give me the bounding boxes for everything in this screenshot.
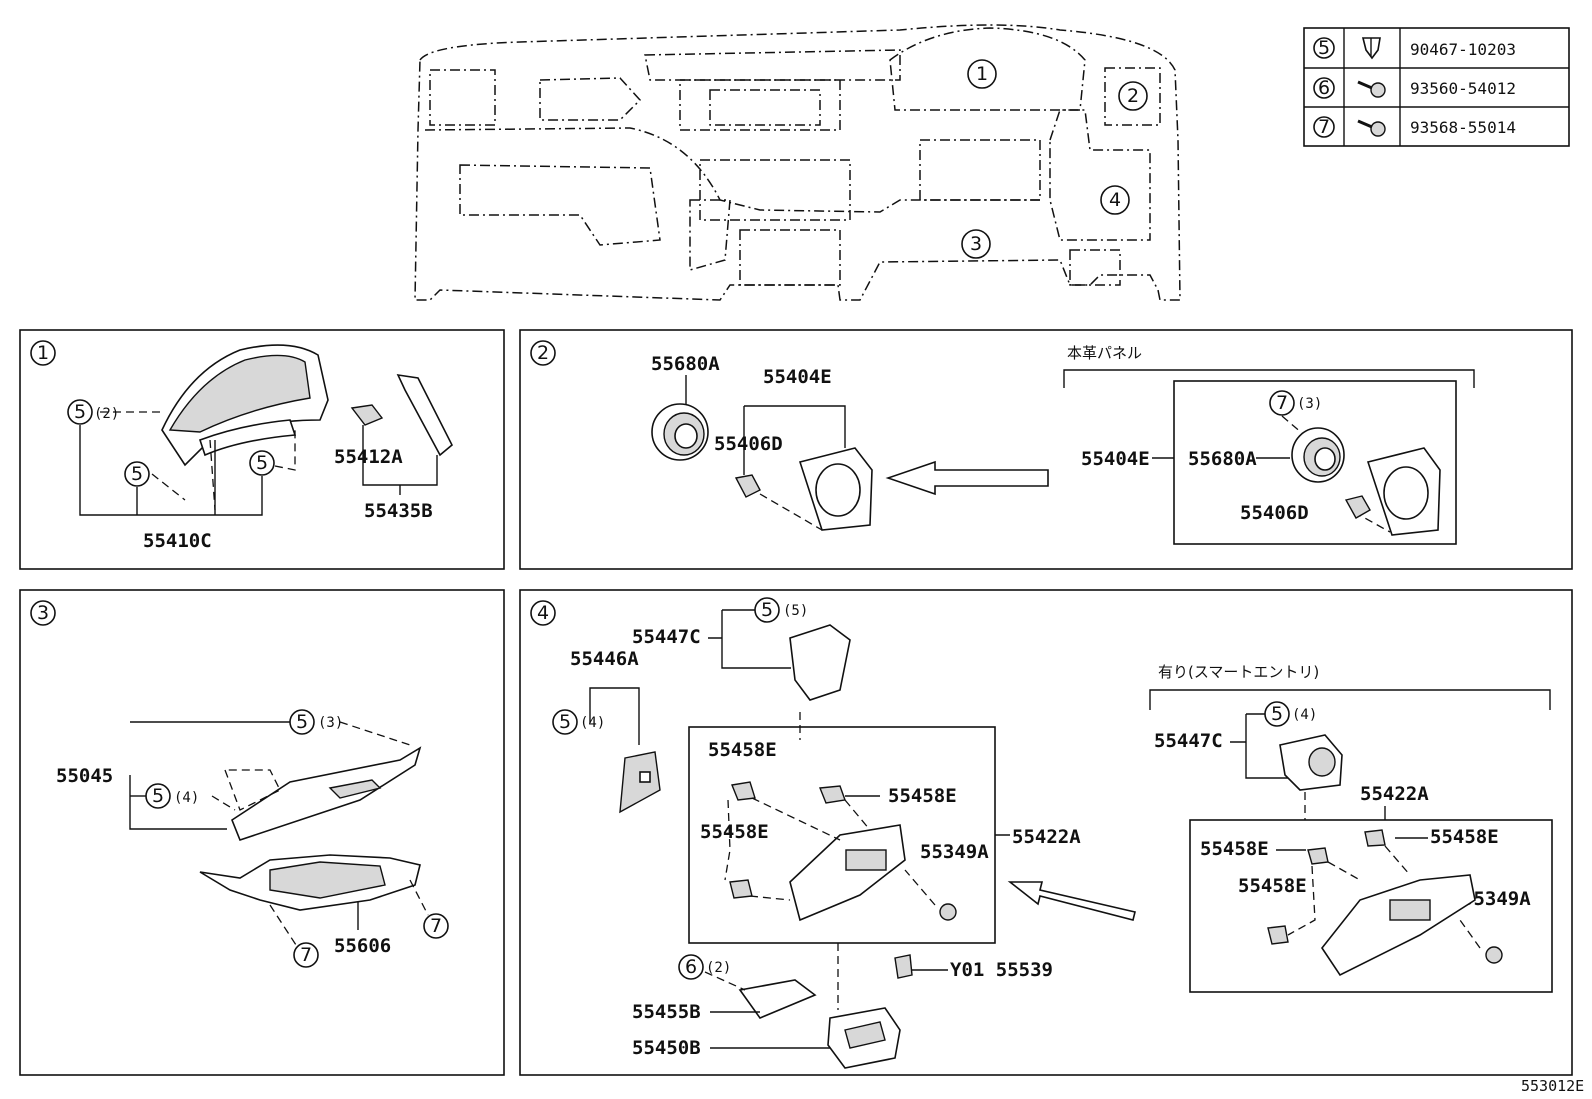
clip-ref-5: 5 xyxy=(1271,703,1283,725)
panel-2-switch-panel: 2 55680A 55404E 55406D 本革パネル 55404E 5568… xyxy=(519,329,1573,570)
clip-qty: (3) xyxy=(318,715,343,731)
label-55680A: 55680A xyxy=(651,353,720,375)
label-55455B: 55455B xyxy=(632,1001,701,1023)
label-55406D: 55406D xyxy=(714,433,783,455)
panel-ref-4: 4 xyxy=(537,602,549,624)
label-55450B: 55450B xyxy=(632,1037,701,1059)
table-part-90467-10203: 90467-10203 xyxy=(1410,40,1516,59)
region-ref-1: 1 xyxy=(976,63,988,85)
label-55404E-variant: 55404E xyxy=(1081,448,1150,470)
clip-qty: (2) xyxy=(94,406,119,422)
mirror-switch-knob xyxy=(651,403,709,461)
region-ref-4: 4 xyxy=(1109,189,1121,211)
panel-ref-2: 2 xyxy=(537,342,549,364)
table-ref-6: 6 xyxy=(1318,77,1330,99)
table-ref-7: 7 xyxy=(1318,116,1330,138)
clip-ref-5: 5 xyxy=(761,599,773,621)
label-55422A: 55422A xyxy=(1012,826,1081,848)
region-ref-2: 2 xyxy=(1127,85,1139,107)
clip-qty: (4) xyxy=(1292,707,1317,723)
label-55447C: 55447C xyxy=(632,626,701,648)
arrow-icon xyxy=(1007,881,1136,921)
clip-qty: (4) xyxy=(580,715,605,731)
label-55406D-variant: 55406D xyxy=(1240,502,1309,524)
label-55446A: 55446A xyxy=(570,648,639,670)
variant-title-leather: 本革パネル xyxy=(1067,344,1142,362)
clip-ref-6: 6 xyxy=(685,956,697,978)
table-part-93568-55014: 93568-55014 xyxy=(1410,118,1516,137)
region-ref-3: 3 xyxy=(970,233,982,255)
clip-ref-7: 7 xyxy=(430,915,442,937)
clip-qty: (3) xyxy=(1297,396,1322,412)
clip-qty: (2) xyxy=(706,960,731,976)
arrow-icon xyxy=(885,460,1049,496)
panel-ref-3: 3 xyxy=(37,602,49,624)
label-55680A-variant: 55680A xyxy=(1188,448,1257,470)
panel-4-center-cluster: 4 55447C 5 (5) 55446A 5 (4) 55458E 55458… xyxy=(519,589,1573,1076)
label-55458E: 55458E xyxy=(700,821,769,843)
label-55458E: 55458E xyxy=(888,785,957,807)
label-55422A-variant: 55422A xyxy=(1360,783,1429,805)
dashboard-overview: 1 2 3 4 xyxy=(414,24,1181,301)
label-55458E-variant: 55458E xyxy=(1238,875,1307,897)
label-55404E: 55404E xyxy=(763,366,832,388)
label-55458E-variant: 55458E xyxy=(1200,838,1269,860)
label-55458E: 55458E xyxy=(708,739,777,761)
table-ref-5: 5 xyxy=(1318,37,1330,59)
screw-icon xyxy=(1357,80,1386,98)
panel-1-meter-hood: 1 5 (2) 5 5 55410C 55412A 55435B xyxy=(19,329,505,570)
panel-ref-1: 1 xyxy=(37,342,49,364)
clip-ref-5: 5 xyxy=(131,463,143,485)
label-55606: 55606 xyxy=(334,935,391,957)
diagram-code: 553012E xyxy=(1521,1077,1584,1095)
label-55410C: 55410C xyxy=(143,530,212,552)
label-55045: 55045 xyxy=(56,765,113,787)
clip-ref-7: 7 xyxy=(1276,392,1288,414)
screw-icon xyxy=(1357,119,1386,137)
label-55349A-variant: 55349A xyxy=(1462,888,1531,910)
label-55458E-variant: 55458E xyxy=(1430,826,1499,848)
label-55435B: 55435B xyxy=(364,500,433,522)
clip-qty: (4) xyxy=(174,790,199,806)
variant-title-smart-entry: 有り(スマートエントリ) xyxy=(1158,663,1319,681)
panel-3-lower-panel: 3 55045 5 (3) 5 (4) 55606 7 7 xyxy=(19,589,505,1076)
clip-qty: (5) xyxy=(783,603,808,619)
clip-ref-5: 5 xyxy=(152,785,164,807)
table-part-93560-54012: 93560-54012 xyxy=(1410,79,1516,98)
clip-ref-5: 5 xyxy=(74,401,86,423)
label-55349A: 55349A xyxy=(920,841,989,863)
fastener-table: 5 90467-10203 6 93560-54012 7 93568-5501… xyxy=(1303,27,1570,147)
mirror-switch-knob xyxy=(1291,427,1345,483)
clip-icon xyxy=(1361,37,1381,60)
label-55447C-variant: 55447C xyxy=(1154,730,1223,752)
label-Y01-55539: Y01 55539 xyxy=(950,959,1053,981)
clip-ref-5: 5 xyxy=(256,452,268,474)
clip-ref-5: 5 xyxy=(296,711,308,733)
clip-ref-7: 7 xyxy=(300,944,312,966)
label-55412A: 55412A xyxy=(334,446,403,468)
clip-ref-5: 5 xyxy=(559,711,571,733)
